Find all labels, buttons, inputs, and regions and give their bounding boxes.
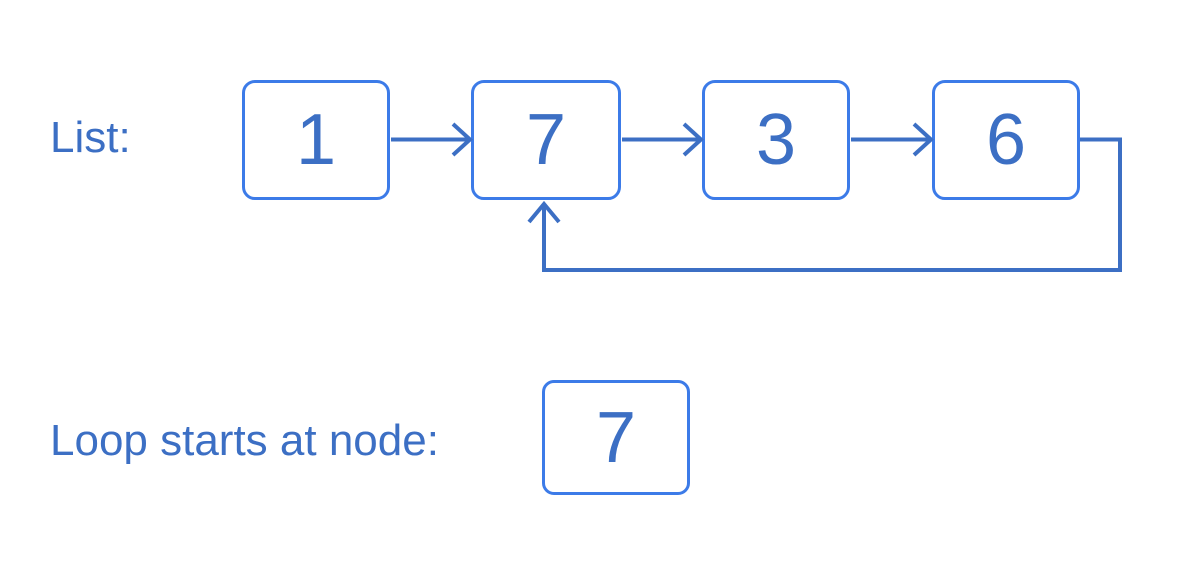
arrow-node-2-to-node-3	[851, 122, 934, 157]
list-node-2: 3	[702, 80, 850, 200]
list-node-2-value: 3	[755, 100, 797, 180]
arrow-node-1-to-node-2	[622, 122, 704, 157]
list-node-1-value: 7	[525, 100, 567, 180]
list-node-0: 1	[242, 80, 390, 200]
list-node-3: 6	[932, 80, 1080, 200]
arrow-node-0-to-node-1	[391, 122, 473, 157]
list-row-label: List:	[50, 113, 131, 162]
loop-start-answer-value: 7	[595, 397, 637, 478]
list-node-0-value: 1	[295, 100, 337, 180]
list-node-3-value: 6	[985, 100, 1027, 180]
loop-start-label: Loop starts at node:	[50, 416, 439, 465]
loop-start-answer-box[interactable]: 7	[542, 380, 690, 495]
list-node-1: 7	[471, 80, 621, 200]
